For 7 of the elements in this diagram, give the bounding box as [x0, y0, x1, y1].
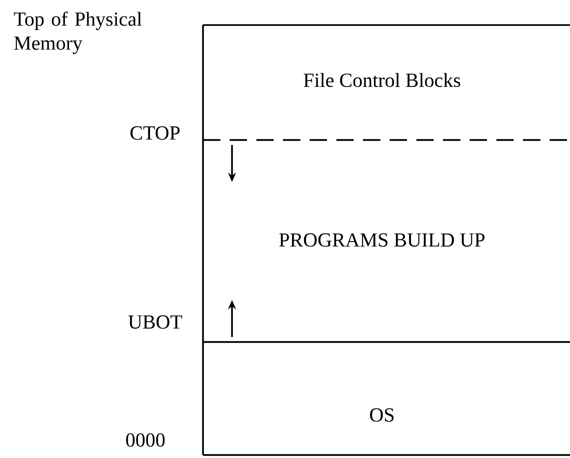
- memory-region: PROGRAMS BUILD UP: [202, 139, 570, 342]
- memory-region: OS: [202, 341, 570, 456]
- address-label: 0000: [126, 433, 165, 447]
- address-label: Top of Physical Memory: [14, 12, 142, 54]
- memory-region: File Control Blocks: [202, 24, 570, 140]
- address-label: CTOP: [130, 126, 180, 140]
- address-label: UBOT: [128, 315, 182, 329]
